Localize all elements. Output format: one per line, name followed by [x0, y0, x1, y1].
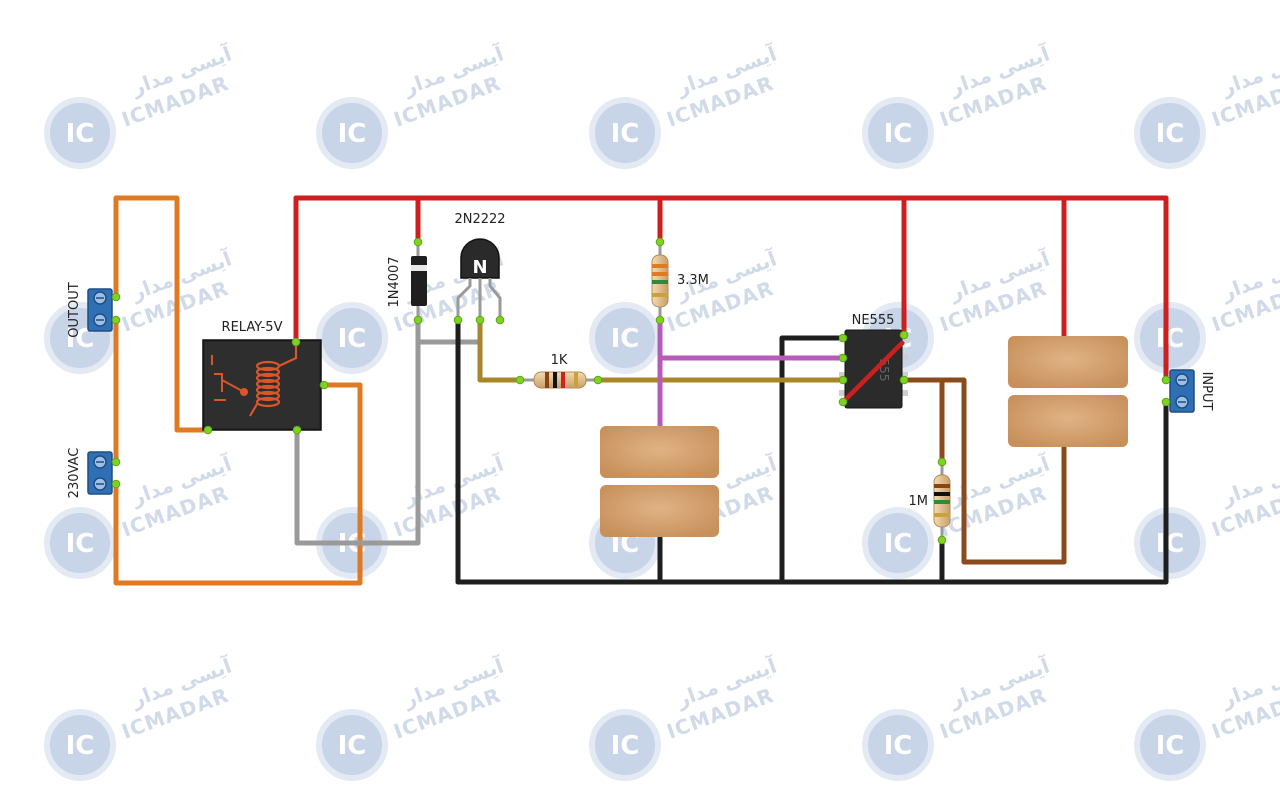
connection-node [655, 237, 665, 247]
label-output: OUTOUT [67, 282, 82, 337]
connection-node [1161, 375, 1171, 385]
connection-node [655, 315, 665, 325]
watermark-logo-text: IC [338, 324, 367, 354]
capacitor-left[interactable] [600, 426, 719, 537]
connection-node [937, 457, 947, 467]
connection-node [495, 315, 505, 325]
connection-node [593, 375, 603, 385]
transistor-mark: N [472, 257, 487, 278]
connection-node [111, 315, 121, 325]
label-r1k: 1K [551, 353, 568, 368]
resistor-1m[interactable] [933, 462, 951, 540]
connection-node [838, 375, 848, 385]
connection-node [453, 315, 463, 325]
connection-node [291, 337, 301, 347]
wire-ic-gnd [779, 335, 846, 585]
terminal-input[interactable] [1169, 369, 1195, 413]
connection-node [319, 380, 329, 390]
watermark-logo-text: IC [884, 731, 913, 761]
connection-node [899, 330, 909, 340]
label-transistor: 2N2222 [454, 212, 505, 227]
resistor-1k[interactable] [520, 371, 598, 389]
watermark-logo-text: IC [66, 731, 95, 761]
watermark-logo-text: IC [1156, 119, 1185, 149]
watermark-logo-text: IC [611, 731, 640, 761]
watermark-logo-text: IC [884, 119, 913, 149]
resistor-3m3[interactable] [651, 242, 669, 320]
connection-node [111, 479, 121, 489]
connection-node [292, 425, 302, 435]
relay[interactable] [202, 339, 322, 431]
connection-node [111, 457, 121, 467]
watermark-logo-text: IC [611, 324, 640, 354]
connection-node [111, 292, 121, 302]
transistor[interactable]: N [456, 238, 502, 320]
label-input: INPUT [1199, 372, 1214, 411]
connection-node [203, 425, 213, 435]
label-ic: NE555 [852, 313, 895, 328]
connection-node [413, 237, 423, 247]
wire-ic-to-r1m [901, 377, 945, 465]
label-r1m: 1M [909, 494, 929, 509]
brown-wiring [901, 377, 1067, 565]
signal-wiring [477, 317, 846, 383]
connection-node [838, 353, 848, 363]
connection-node [413, 315, 423, 325]
watermark-logo-text: IC [66, 529, 95, 559]
connection-node [899, 375, 909, 385]
wire-base-to-1k [477, 317, 523, 383]
wire-mains-to-relay [113, 382, 363, 586]
watermark-logo-text: IC [1156, 324, 1185, 354]
wires [113, 195, 1169, 586]
label-r3m3: 3.3M [677, 273, 709, 288]
relay-coil-icon [249, 345, 298, 417]
relay-wiring [113, 195, 363, 586]
watermark-logo-text: IC [338, 119, 367, 149]
connection-node [1161, 397, 1171, 407]
connection-node [937, 535, 947, 545]
wire-ic-to-cap-right [939, 377, 1067, 565]
capacitor-right[interactable] [1008, 336, 1128, 447]
terminal-output[interactable] [87, 288, 113, 332]
connection-node [838, 333, 848, 343]
label-diode: 1N4007 [387, 256, 402, 307]
connection-node [475, 315, 485, 325]
wire-coil-to-diode [294, 317, 421, 546]
watermark-logo-text: IC [1156, 529, 1185, 559]
connection-node [515, 375, 525, 385]
terminal-mains[interactable] [87, 451, 113, 495]
timing-wiring [657, 317, 846, 433]
watermark-logo-text: IC [338, 731, 367, 761]
relay-switch-icon [211, 355, 248, 401]
watermark-logo-text: IC [66, 119, 95, 149]
gnd-wiring [455, 317, 1169, 585]
connection-node [838, 397, 848, 407]
label-mains: 230VAC [67, 448, 82, 499]
watermark-logo-text: IC [884, 529, 913, 559]
label-relay: RELAY-5V [222, 320, 283, 335]
watermark-logo-text: IC [1156, 731, 1185, 761]
watermark-logo-text: IC [611, 119, 640, 149]
wire-ic-overlay [840, 340, 905, 405]
wire-output-to-relay [113, 195, 211, 433]
connection-nodes [111, 237, 1171, 545]
